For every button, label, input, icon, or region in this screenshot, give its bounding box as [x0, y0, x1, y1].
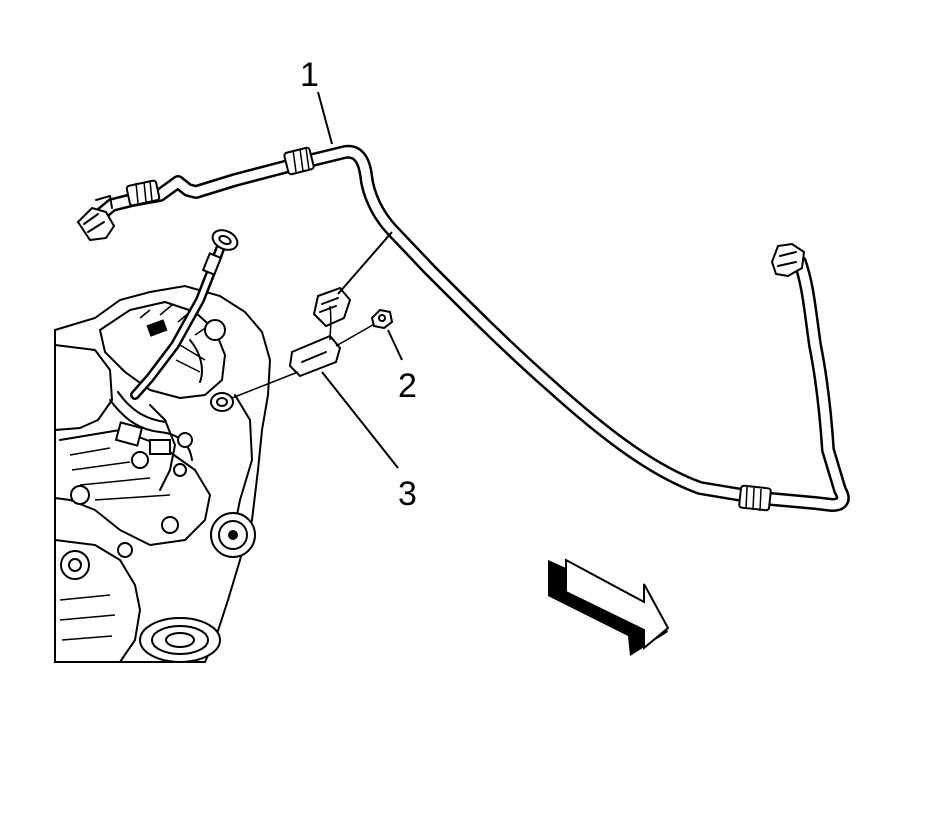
leader-line-2: [387, 329, 403, 361]
leader-lines: [317, 91, 403, 469]
hose-pipe-assembly: [76, 144, 850, 512]
callout-3: 3: [398, 475, 417, 513]
retaining-bracket: [231, 286, 352, 399]
bracket-bolt: [335, 308, 394, 347]
leader-line-3: [321, 371, 399, 469]
callout-1: 1: [300, 56, 319, 94]
leader-line-1: [317, 91, 333, 145]
oil-dipstick-tube: [130, 229, 239, 400]
leader-line-pipe: [337, 231, 393, 295]
engine-assembly: [54, 284, 272, 663]
callout-2: 2: [398, 367, 417, 405]
front-of-vehicle-arrow-icon: [548, 558, 670, 656]
